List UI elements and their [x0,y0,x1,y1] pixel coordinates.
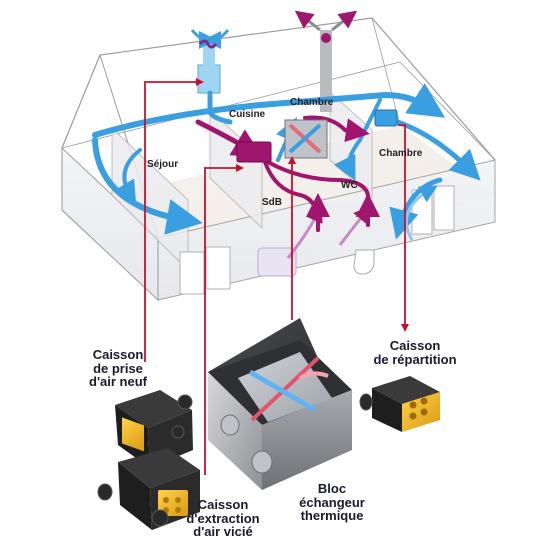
bloc-echangeur-unit [208,318,352,490]
roof-intake [197,40,221,94]
leader-lines [144,78,409,475]
room-label-wc: WC [341,180,358,191]
callout-prise-air-neuf-line-1: Caisson [92,347,144,362]
room-label-sdb: SdB [262,197,282,208]
caisson-repartition-unit [359,376,440,432]
distribution-box-small [374,109,398,127]
roof-exhaust [320,30,332,112]
fresh-air-intake-icon [190,29,230,49]
house-long-wall [157,159,496,301]
callout-prise-air-neuf-line-2: de prise [93,360,143,376]
bathtub [257,247,297,277]
callout-echangeur-line-1: Bloc [317,481,347,496]
house-extraction-box [236,141,272,163]
room-label-chambre-1: Chambre [290,97,334,108]
caisson-extraction-unit [97,448,200,530]
callout-extraction-line-1: Caisson [197,497,249,512]
leader-prise-air-neuf [144,78,204,362]
callout-echangeur-line-2: échangeur [299,494,365,510]
leader-repartition [398,124,409,332]
callout-repartition: Caisson de répartition [360,339,470,366]
room-label-cuisine: Cuisine [229,109,266,120]
window-group [179,185,455,295]
callout-prise-air-neuf-line-3: d'air neuf [89,374,147,390]
exhaust-outlet-icon [294,10,358,43]
room-label-chambre-2: Chambre [379,148,423,159]
callout-extraction-line-3: d'air vicié [193,524,253,540]
room-label-sejour: Séjour [147,159,179,170]
house [60,17,496,302]
heat-exchanger-icon [284,119,328,159]
callout-echangeur: Bloc échangeur thermique [282,482,382,523]
caisson-prise-air-neuf-unit [115,390,193,468]
toilet [353,249,375,275]
callout-extraction: Caisson d'extraction d'air vicié [168,498,278,539]
callout-prise-air-neuf: Caisson de prise d'air neuf [62,348,174,389]
callout-extraction-line-2: d'extraction [186,510,260,526]
callout-repartition-line-2: de répartition [373,351,457,367]
leader-extraction [204,164,244,475]
callout-repartition-line-1: Caisson [389,338,441,353]
callout-echangeur-line-3: thermique [300,508,364,524]
